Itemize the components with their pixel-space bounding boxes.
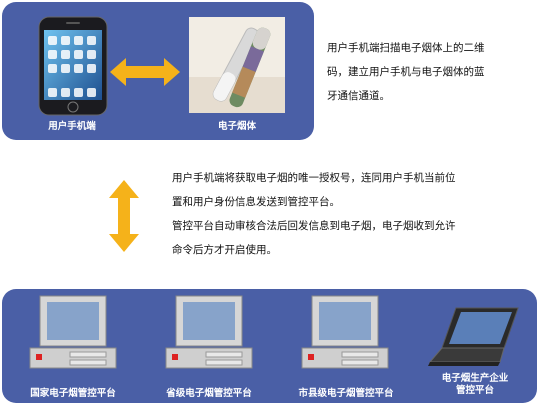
description-line: 牙通信通道。: [327, 90, 390, 102]
pairing-description: 用户手机端扫描电子烟体上的二维 码，建立用户手机与电子烟体的蓝 牙通信通道。: [327, 36, 535, 108]
platform-label-provincial: 省级电子烟管控平台: [166, 388, 252, 399]
desktop-computer-icon: [165, 295, 253, 369]
double-arrow-vertical-icon: [109, 180, 139, 252]
description-line: 用户手机端扫描电子烟体上的二维: [327, 42, 485, 54]
description-line: 用户手机端将获取电子烟的唯一授权号，连同用户手机当前位: [172, 172, 456, 184]
double-arrow-horizontal-icon: [110, 58, 180, 86]
desktop-computer-icon: [29, 295, 117, 369]
laptop-computer-icon: [428, 307, 519, 366]
authorization-description: 用户手机端将获取电子烟的唯一授权号，连同用户手机当前位 置和用户身份信息发送到管…: [172, 166, 534, 262]
platform-label-municipal: 市县级电子烟管控平台: [298, 388, 394, 399]
e-cigarette-image: [189, 17, 285, 113]
description-line: 管控平台自动审核合法后回发信息到电子烟，电子烟收到允许: [172, 220, 456, 232]
platform-label-national: 国家电子烟管控平台: [30, 388, 116, 399]
description-line: 命令后方才开启使用。: [172, 244, 277, 256]
description-line: 置和用户身份信息发送到管控平台。: [172, 196, 340, 208]
smartphone-icon: [38, 16, 108, 116]
platform-label-manufacturer: 电子烟生产企业 管控平台: [441, 373, 509, 396]
description-line: 码，建立用户手机与电子烟体的蓝: [327, 66, 485, 78]
ecig-label: 电子烟体: [217, 121, 256, 132]
phone-label: 用户手机端: [48, 121, 96, 132]
desktop-computer-icon: [301, 295, 389, 369]
